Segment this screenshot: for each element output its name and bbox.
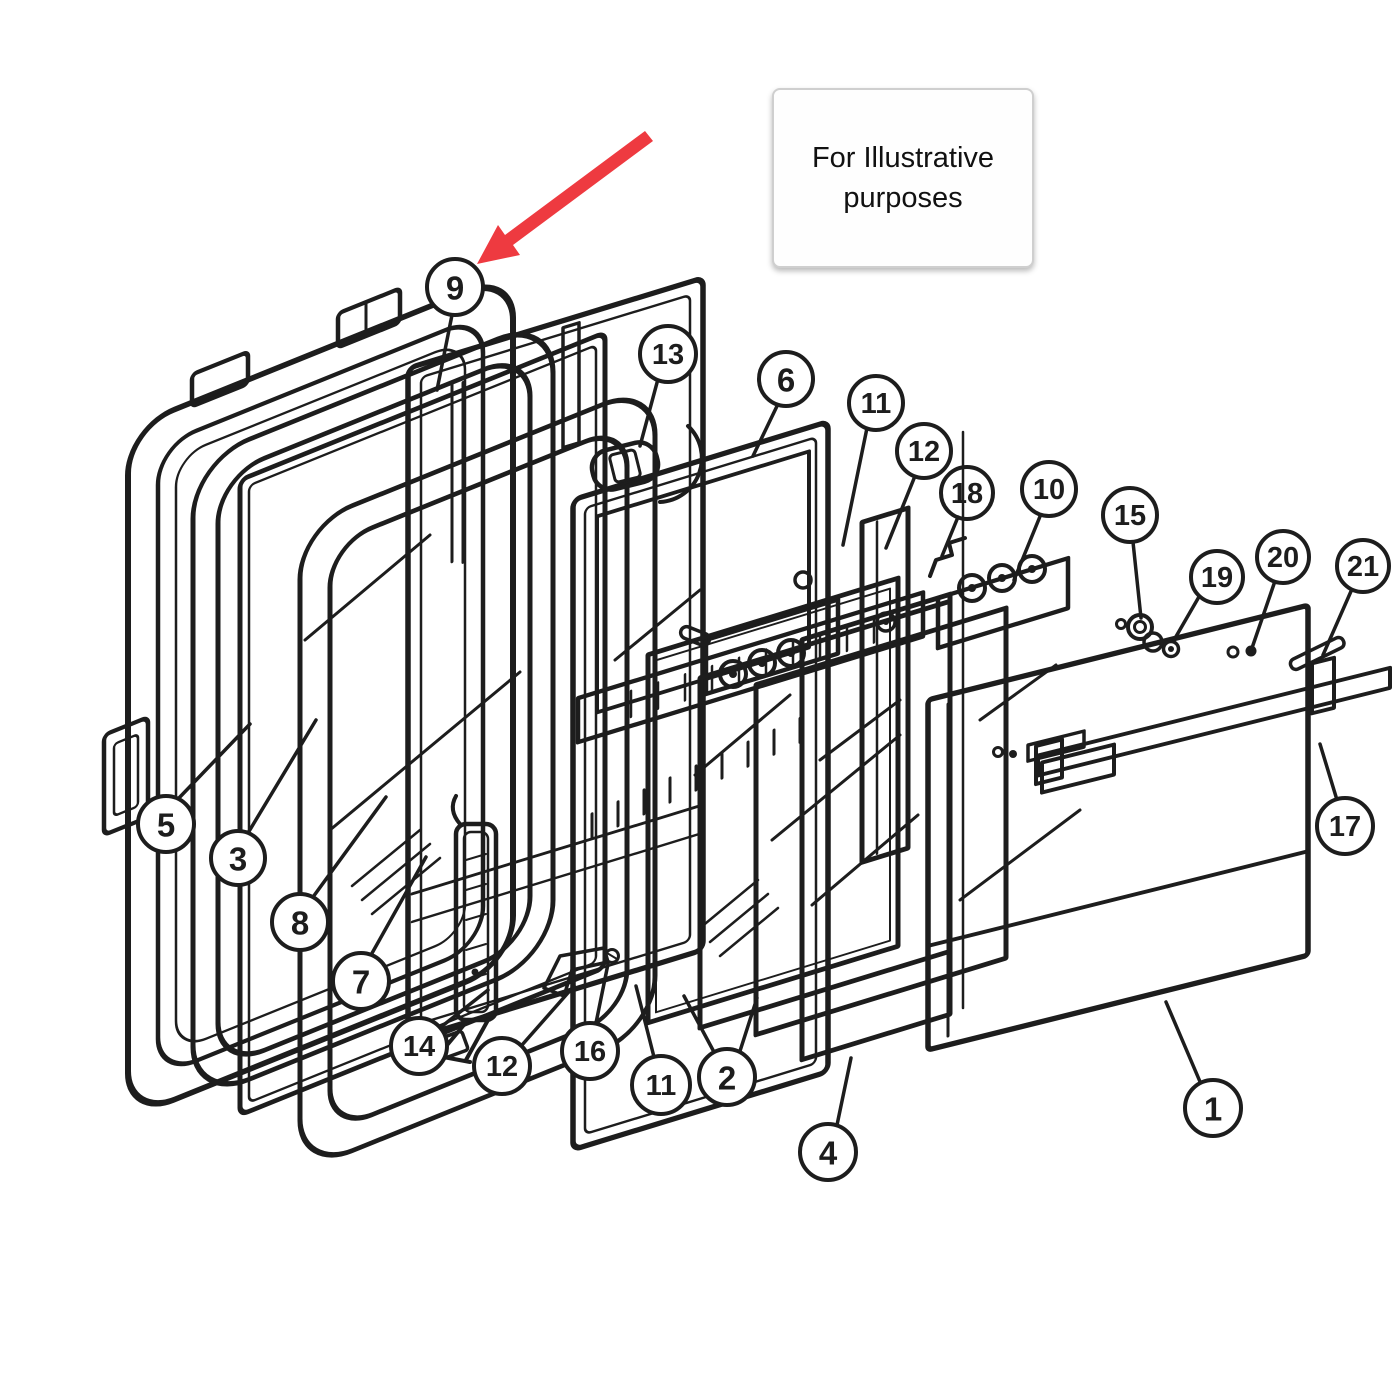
callout-number-1: 1	[1204, 1091, 1222, 1128]
callout-number-10: 10	[1033, 474, 1065, 506]
callout-3: 3	[209, 718, 318, 887]
glass-reflection-lines	[303, 533, 1082, 958]
callout-circle-8	[270, 892, 330, 952]
callout-6: 6	[751, 350, 815, 458]
fasteners-right	[992, 613, 1346, 758]
callout-13: 13	[638, 324, 698, 448]
callout-circle-10	[1020, 460, 1078, 518]
callout-16: 16	[560, 962, 620, 1081]
callout-9: 9	[425, 257, 485, 392]
latch-13	[589, 424, 704, 504]
callout-number-9: 9	[446, 270, 464, 307]
callout-circle-3	[209, 829, 267, 887]
callout-number-8: 8	[291, 905, 309, 942]
callout-circle-11	[847, 374, 905, 432]
callout-number-13: 13	[652, 339, 684, 371]
callout-number-11: 11	[646, 1070, 677, 1102]
callout-circle-19	[1189, 549, 1245, 605]
callout-number-11: 11	[861, 388, 892, 420]
callout-circle-9	[425, 257, 485, 317]
note-line-1: For Illustrative	[811, 141, 995, 174]
callout-circle-18	[939, 465, 995, 521]
callout-11: 11	[841, 374, 905, 547]
callouts-layer: 9 13 6 11 12 18 10 15 19 20 21 5 3 8 7 14 12 16 11 2 4 1 17	[136, 257, 1391, 1182]
callout-number-14: 14	[403, 1031, 435, 1063]
callout-circle-17	[1315, 796, 1375, 856]
callout-circle-21	[1335, 538, 1391, 594]
callout-11: 11	[630, 984, 692, 1116]
callout-circle-13	[638, 324, 698, 384]
callout-4: 4	[798, 1056, 858, 1182]
callout-number-20: 20	[1267, 542, 1299, 574]
callout-number-12: 12	[486, 1051, 518, 1083]
callout-circle-20	[1255, 529, 1311, 585]
callout-circle-5	[136, 794, 196, 854]
callout-1: 1	[1164, 1000, 1243, 1138]
callout-14: 14	[389, 988, 490, 1076]
callout-number-2: 2	[718, 1060, 736, 1097]
callout-17: 17	[1315, 742, 1375, 856]
callout-circle-16	[560, 1021, 620, 1081]
outer-door-panel-layer	[925, 603, 1392, 1052]
callout-15: 15	[1101, 486, 1159, 620]
callout-number-12: 12	[908, 436, 940, 468]
callout-12: 12	[884, 422, 953, 550]
red-arrow-annotation	[477, 131, 653, 264]
callout-7: 7	[331, 855, 428, 1011]
callout-number-21: 21	[1347, 551, 1379, 583]
callout-number-5: 5	[157, 807, 175, 844]
control-knobs	[678, 554, 1047, 689]
callout-21: 21	[1321, 538, 1391, 657]
callout-number-15: 15	[1114, 500, 1146, 532]
callout-circle-12	[472, 1036, 532, 1096]
note-line-2: purposes	[843, 182, 963, 214]
callout-number-7: 7	[352, 964, 370, 1001]
illustrative-note-box: For Illustrative purposes	[772, 88, 1034, 268]
callout-number-18: 18	[951, 478, 983, 510]
callout-circle-2	[697, 1047, 757, 1107]
callout-number-6: 6	[777, 362, 795, 399]
callout-number-16: 16	[574, 1036, 606, 1068]
callout-number-19: 19	[1201, 562, 1233, 594]
callout-18: 18	[939, 465, 995, 558]
callout-10: 10	[1012, 460, 1078, 582]
callout-circle-14	[389, 1016, 449, 1076]
callout-circle-15	[1101, 486, 1159, 544]
callout-number-4: 4	[819, 1135, 838, 1172]
callout-19: 19	[1172, 549, 1245, 642]
callout-2: 2	[682, 994, 759, 1107]
callout-8: 8	[270, 795, 388, 952]
callout-circle-4	[798, 1122, 858, 1182]
callout-12: 12	[472, 984, 576, 1096]
callout-circle-1	[1183, 1078, 1243, 1138]
callout-number-3: 3	[229, 841, 247, 878]
callout-circle-11	[630, 1054, 692, 1116]
callout-5: 5	[136, 722, 252, 854]
callout-circle-7	[331, 951, 391, 1011]
callout-20: 20	[1250, 529, 1311, 650]
callout-circle-6	[757, 350, 815, 408]
callout-circle-12	[895, 422, 953, 480]
clip-18	[928, 536, 967, 578]
callout-number-17: 17	[1329, 811, 1361, 843]
